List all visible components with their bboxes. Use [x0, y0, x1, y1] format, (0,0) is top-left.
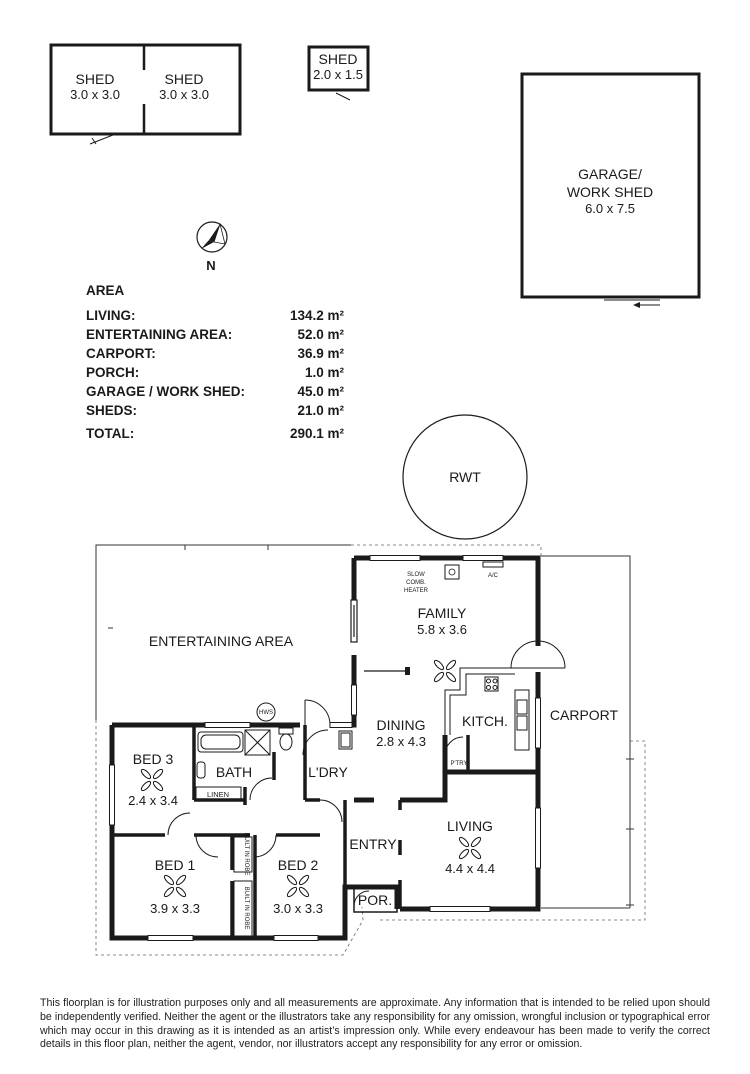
heater-icon [444, 564, 460, 580]
garage-name-line2: WORK SHED [567, 184, 653, 200]
area-row-carport: CARPORT: 36.9 m² [86, 344, 344, 363]
disclaimer-text: This floorplan is for illustration purpo… [40, 997, 710, 1051]
carport-outline [541, 555, 631, 909]
area-row-total: TOTAL: 290.1 m² [86, 424, 344, 443]
area-row-label: CARPORT: [86, 346, 156, 361]
ac-label: A/C [488, 573, 499, 579]
family-dims: 5.8 x 3.6 [417, 622, 467, 637]
bath-name: BATH [216, 764, 252, 780]
area-row-value: 21.0 m² [297, 403, 344, 418]
area-row-label: ENTERTAINING AREA: [86, 327, 233, 342]
laundry-name: L'DRY [308, 764, 348, 780]
area-row-value: 134.2 m² [289, 308, 344, 323]
area-total-label: TOTAL: [86, 426, 135, 441]
dining-dims: 2.8 x 4.3 [376, 734, 426, 749]
windows [109, 555, 541, 941]
area-row-living: LIVING: 134.2 m² [86, 306, 344, 325]
kitchen-bench [444, 667, 530, 751]
shed-3-dims: 2.0 x 1.5 [313, 67, 363, 82]
rainwater-tank [402, 414, 528, 540]
heater-label-1: SLOW [407, 572, 425, 578]
shed-1-name: SHED [76, 71, 115, 87]
shed-small [307, 45, 370, 101]
toilet-icon [278, 727, 294, 751]
area-row-porch: PORCH: 1.0 m² [86, 363, 344, 382]
garage-dims: 6.0 x 7.5 [585, 201, 635, 216]
bed2-dims: 3.0 x 3.3 [273, 901, 323, 916]
entertaining-outline [95, 544, 351, 720]
linen-cupboard [195, 786, 242, 801]
porch-name: POR. [358, 892, 392, 908]
garage-name-line1: GARAGE/ [578, 166, 642, 182]
bathtub-icon [197, 731, 244, 753]
robe-bed1 [233, 880, 253, 937]
garage-outline [520, 72, 701, 308]
pantry-label: P'TRY [450, 761, 467, 767]
shed-1-dims: 3.0 x 3.0 [70, 87, 120, 102]
north-label: N [206, 258, 215, 273]
area-row-label: PORCH: [86, 365, 140, 380]
interior-walls [112, 725, 470, 938]
hws-label: HWS [259, 710, 273, 716]
shed-2-name: SHED [165, 71, 204, 87]
area-row-value: 45.0 m² [297, 384, 344, 399]
north-arrow-icon [196, 221, 228, 253]
dining-name: DINING [377, 717, 426, 733]
entry-name: ENTRY [349, 836, 397, 852]
ceiling-fan-icon [140, 659, 482, 898]
entertaining-post-marks [108, 545, 269, 629]
bed2-name: BED 2 [278, 857, 319, 873]
heater-label-2: COMB. [406, 580, 426, 586]
linen-label: LINEN [207, 790, 229, 799]
heater-label-3: HEATER [404, 588, 429, 594]
kitchen-name: KITCH. [462, 713, 508, 729]
sliding-door [350, 599, 358, 643]
wall-post [405, 667, 410, 675]
shed-pair [49, 43, 242, 145]
outline-dashed [95, 544, 646, 956]
area-schedule: AREA LIVING: 134.2 m² ENTERTAINING AREA:… [86, 283, 344, 443]
shed-3-name: SHED [319, 51, 358, 67]
area-row-label: SHEDS: [86, 403, 138, 418]
area-total-value: 290.1 m² [289, 426, 344, 441]
family-name: FAMILY [418, 605, 467, 621]
area-row-garage: GARAGE / WORK SHED: 45.0 m² [86, 382, 344, 401]
bed3-name: BED 3 [133, 751, 174, 767]
rwt-label: RWT [449, 469, 481, 485]
robe-label-1: BUILT IN ROBE [243, 833, 249, 876]
area-row-label: LIVING: [86, 308, 136, 323]
entertaining-name: ENTERTAINING AREA [149, 633, 294, 649]
living-dims: 4.4 x 4.4 [445, 861, 495, 876]
bed1-dims: 3.9 x 3.3 [150, 901, 200, 916]
bed1-name: BED 1 [155, 857, 196, 873]
porch-outline [353, 886, 398, 913]
door-swings [167, 640, 566, 907]
house-walls [109, 555, 541, 941]
area-row-value: 36.9 m² [297, 346, 344, 361]
shower-icon [244, 729, 271, 756]
area-title: AREA [86, 283, 125, 298]
area-row-label: GARAGE / WORK SHED: [86, 384, 246, 399]
hws-icon [256, 702, 276, 722]
robe-label-2: BUILT IN ROBE [243, 887, 249, 930]
living-name: LIVING [447, 818, 493, 834]
area-row-entertaining: ENTERTAINING AREA: 52.0 m² [86, 325, 344, 344]
laundry-tub-icon [338, 730, 353, 750]
area-row-value: 52.0 m² [297, 327, 344, 342]
area-row-sheds: SHEDS: 21.0 m² [86, 401, 344, 420]
carport-post-marks [626, 758, 634, 906]
basin-icon [196, 761, 206, 779]
bed3-dims: 2.4 x 3.4 [128, 793, 178, 808]
area-row-value: 1.0 m² [304, 365, 344, 380]
shed-2-dims: 3.0 x 3.0 [159, 87, 209, 102]
robe-bed2 [233, 836, 253, 873]
ac-icon [482, 561, 504, 568]
carport-name: CARPORT [550, 707, 619, 723]
